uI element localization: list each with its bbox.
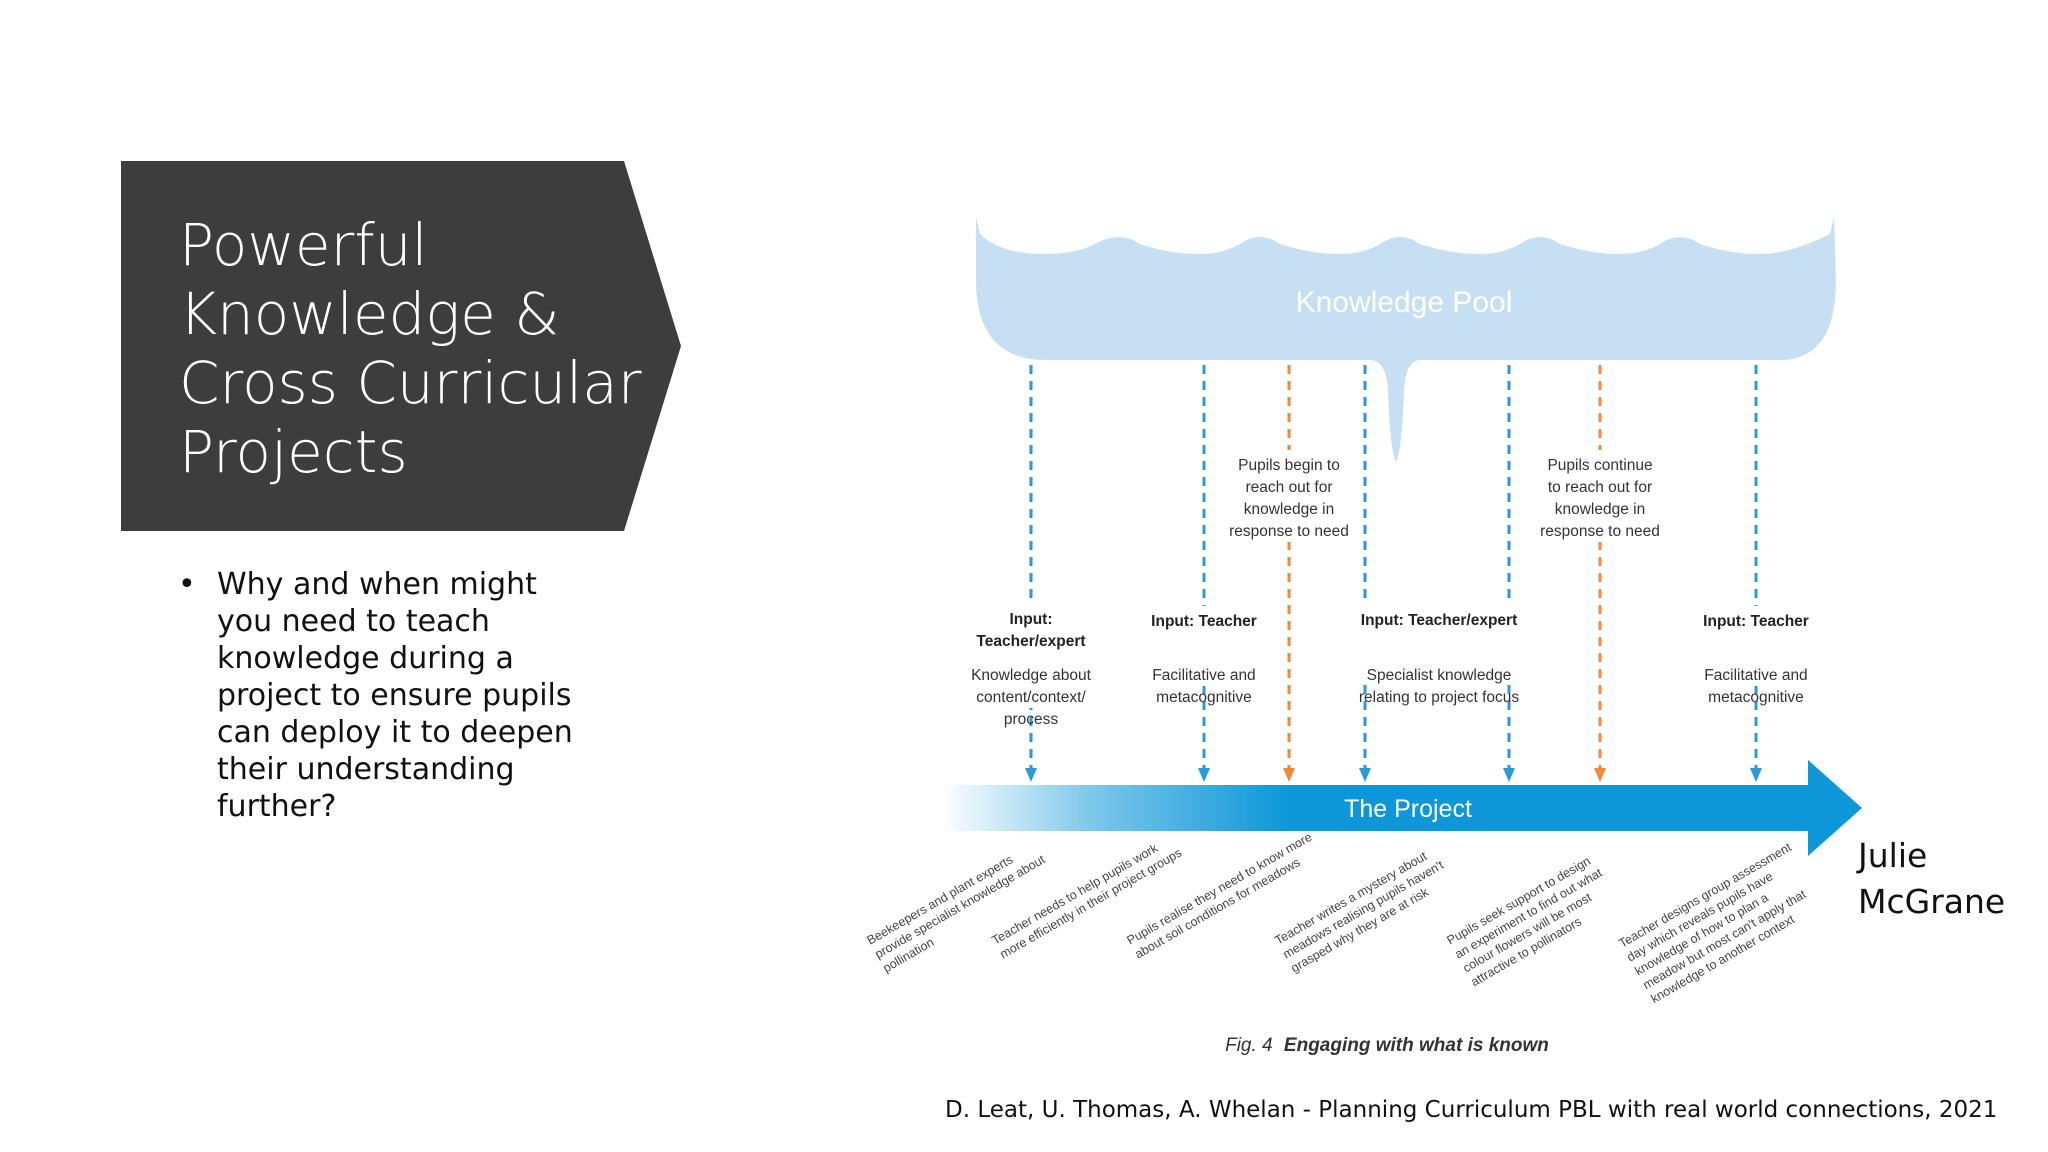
text-line: Teacher/expert (976, 633, 1085, 650)
pupil-note: Pupils continue to reach out for knowledge… (1540, 457, 1660, 540)
text-line: Input: Teacher/expert (1361, 612, 1517, 629)
project-arrow-head (1808, 760, 1862, 856)
pupil-note-background (1220, 450, 1358, 542)
input-body: Facilitative and metacognitive (1704, 667, 1807, 706)
text-line: knowledge in (1555, 501, 1645, 518)
slide-title: Powerful Knowledge & Cross Curricular Pr… (179, 211, 642, 486)
timeline-note: Beekeepers and plant expertsprovide spec… (865, 838, 1056, 975)
pupil-note: Pupils begin to reach out for knowledge in… (1229, 457, 1349, 540)
pupil-note-background (1530, 450, 1670, 542)
input-label-background (1140, 606, 1270, 686)
input-body: Knowledge about content/context/process (971, 667, 1091, 728)
title-banner: Powerful Knowledge & Cross Curricular Pr… (121, 161, 681, 531)
text-line: Input: Teacher (1151, 613, 1257, 630)
banner-chevron-shape (121, 161, 681, 531)
text-line: knowledge in (1244, 501, 1334, 518)
input-heading: Input: Teacher/expert (976, 611, 1085, 650)
text-line: process (1004, 711, 1059, 728)
text-line: content/context/ (976, 689, 1086, 706)
text-line: metacognitive (1708, 689, 1804, 706)
text-line: Specialist knowledge (1367, 667, 1512, 684)
input-body: Facilitative and metacognitive (1152, 667, 1255, 706)
input-label-background (960, 604, 1106, 708)
bullet-dot-icon: • (178, 567, 196, 602)
input-heading: Input: Teacher/expert (1361, 612, 1517, 629)
input-heading: Input: Teacher (1703, 613, 1809, 630)
source-citation: D. Leat, U. Thomas, A. Whelan - Planning… (945, 1097, 1998, 1123)
bullet-text: Why and when might you need to teach kno… (217, 567, 573, 824)
input-label-background (1350, 605, 1528, 685)
timeline-note: Teacher designs group assessmentday whic… (1617, 840, 1827, 1006)
text-line: Knowledge about (971, 667, 1091, 684)
text-line: Input: Teacher (1703, 613, 1809, 630)
text-line: metacognitive (1156, 689, 1252, 706)
text-line: Pupils continue (1547, 457, 1652, 474)
pupil-arrow-heads (1283, 768, 1606, 782)
teacher-arrowhead (1359, 768, 1371, 782)
figure-number: Fig. 4 (1225, 1035, 1273, 1056)
project-arrow-shaft (940, 785, 1810, 831)
teacher-arrowhead (1750, 768, 1762, 782)
teacher-arrowhead (1025, 768, 1037, 782)
bullet-item: • Why and when might you need to teach k… (176, 566, 596, 825)
text-line: Facilitative and (1152, 667, 1255, 684)
project-label: The Project (1344, 795, 1472, 823)
text-line: to reach out for (1548, 479, 1652, 496)
teacher-arrowhead (1198, 768, 1210, 782)
text-line: reach out for (1245, 479, 1332, 496)
text-line: Pupils begin to (1238, 457, 1340, 474)
knowledge-pool-label: Knowledge Pool (1296, 286, 1513, 319)
pupil-arrowhead (1594, 768, 1606, 782)
teacher-arrow-heads (1025, 768, 1762, 782)
timeline-note: Pupils seek support to designan experime… (1445, 851, 1621, 989)
figure-title: Engaging with what is known (1284, 1035, 1549, 1056)
text-line: meadows realising pupils haven't (1281, 858, 1447, 962)
text-line: Input: (1009, 611, 1052, 628)
text-line: Facilitative and (1704, 667, 1807, 684)
knowledge-pool-diagram: Knowledge Pool Pupils begin to reach out … (865, 217, 1862, 1056)
teacher-arrowhead (1503, 768, 1515, 782)
text-line: response to need (1540, 523, 1660, 540)
knowledge-pool-shape (976, 217, 1836, 462)
pupil-reach-arrows (1287, 365, 1602, 770)
input-heading: Input: Teacher (1151, 613, 1257, 630)
bullet-list: • Why and when might you need to teach k… (176, 566, 596, 825)
author-name: Julie McGrane (1858, 836, 2006, 921)
figure-caption: Fig. 4 Engaging with what is known (1225, 1035, 1549, 1056)
pupil-arrowhead (1283, 768, 1295, 782)
banner-background (121, 161, 681, 531)
text-line: response to need (1229, 523, 1349, 540)
input-body: Specialist knowledge relating to project … (1359, 667, 1520, 706)
text-line: relating to project focus (1359, 689, 1520, 706)
input-label-background (1692, 606, 1820, 686)
